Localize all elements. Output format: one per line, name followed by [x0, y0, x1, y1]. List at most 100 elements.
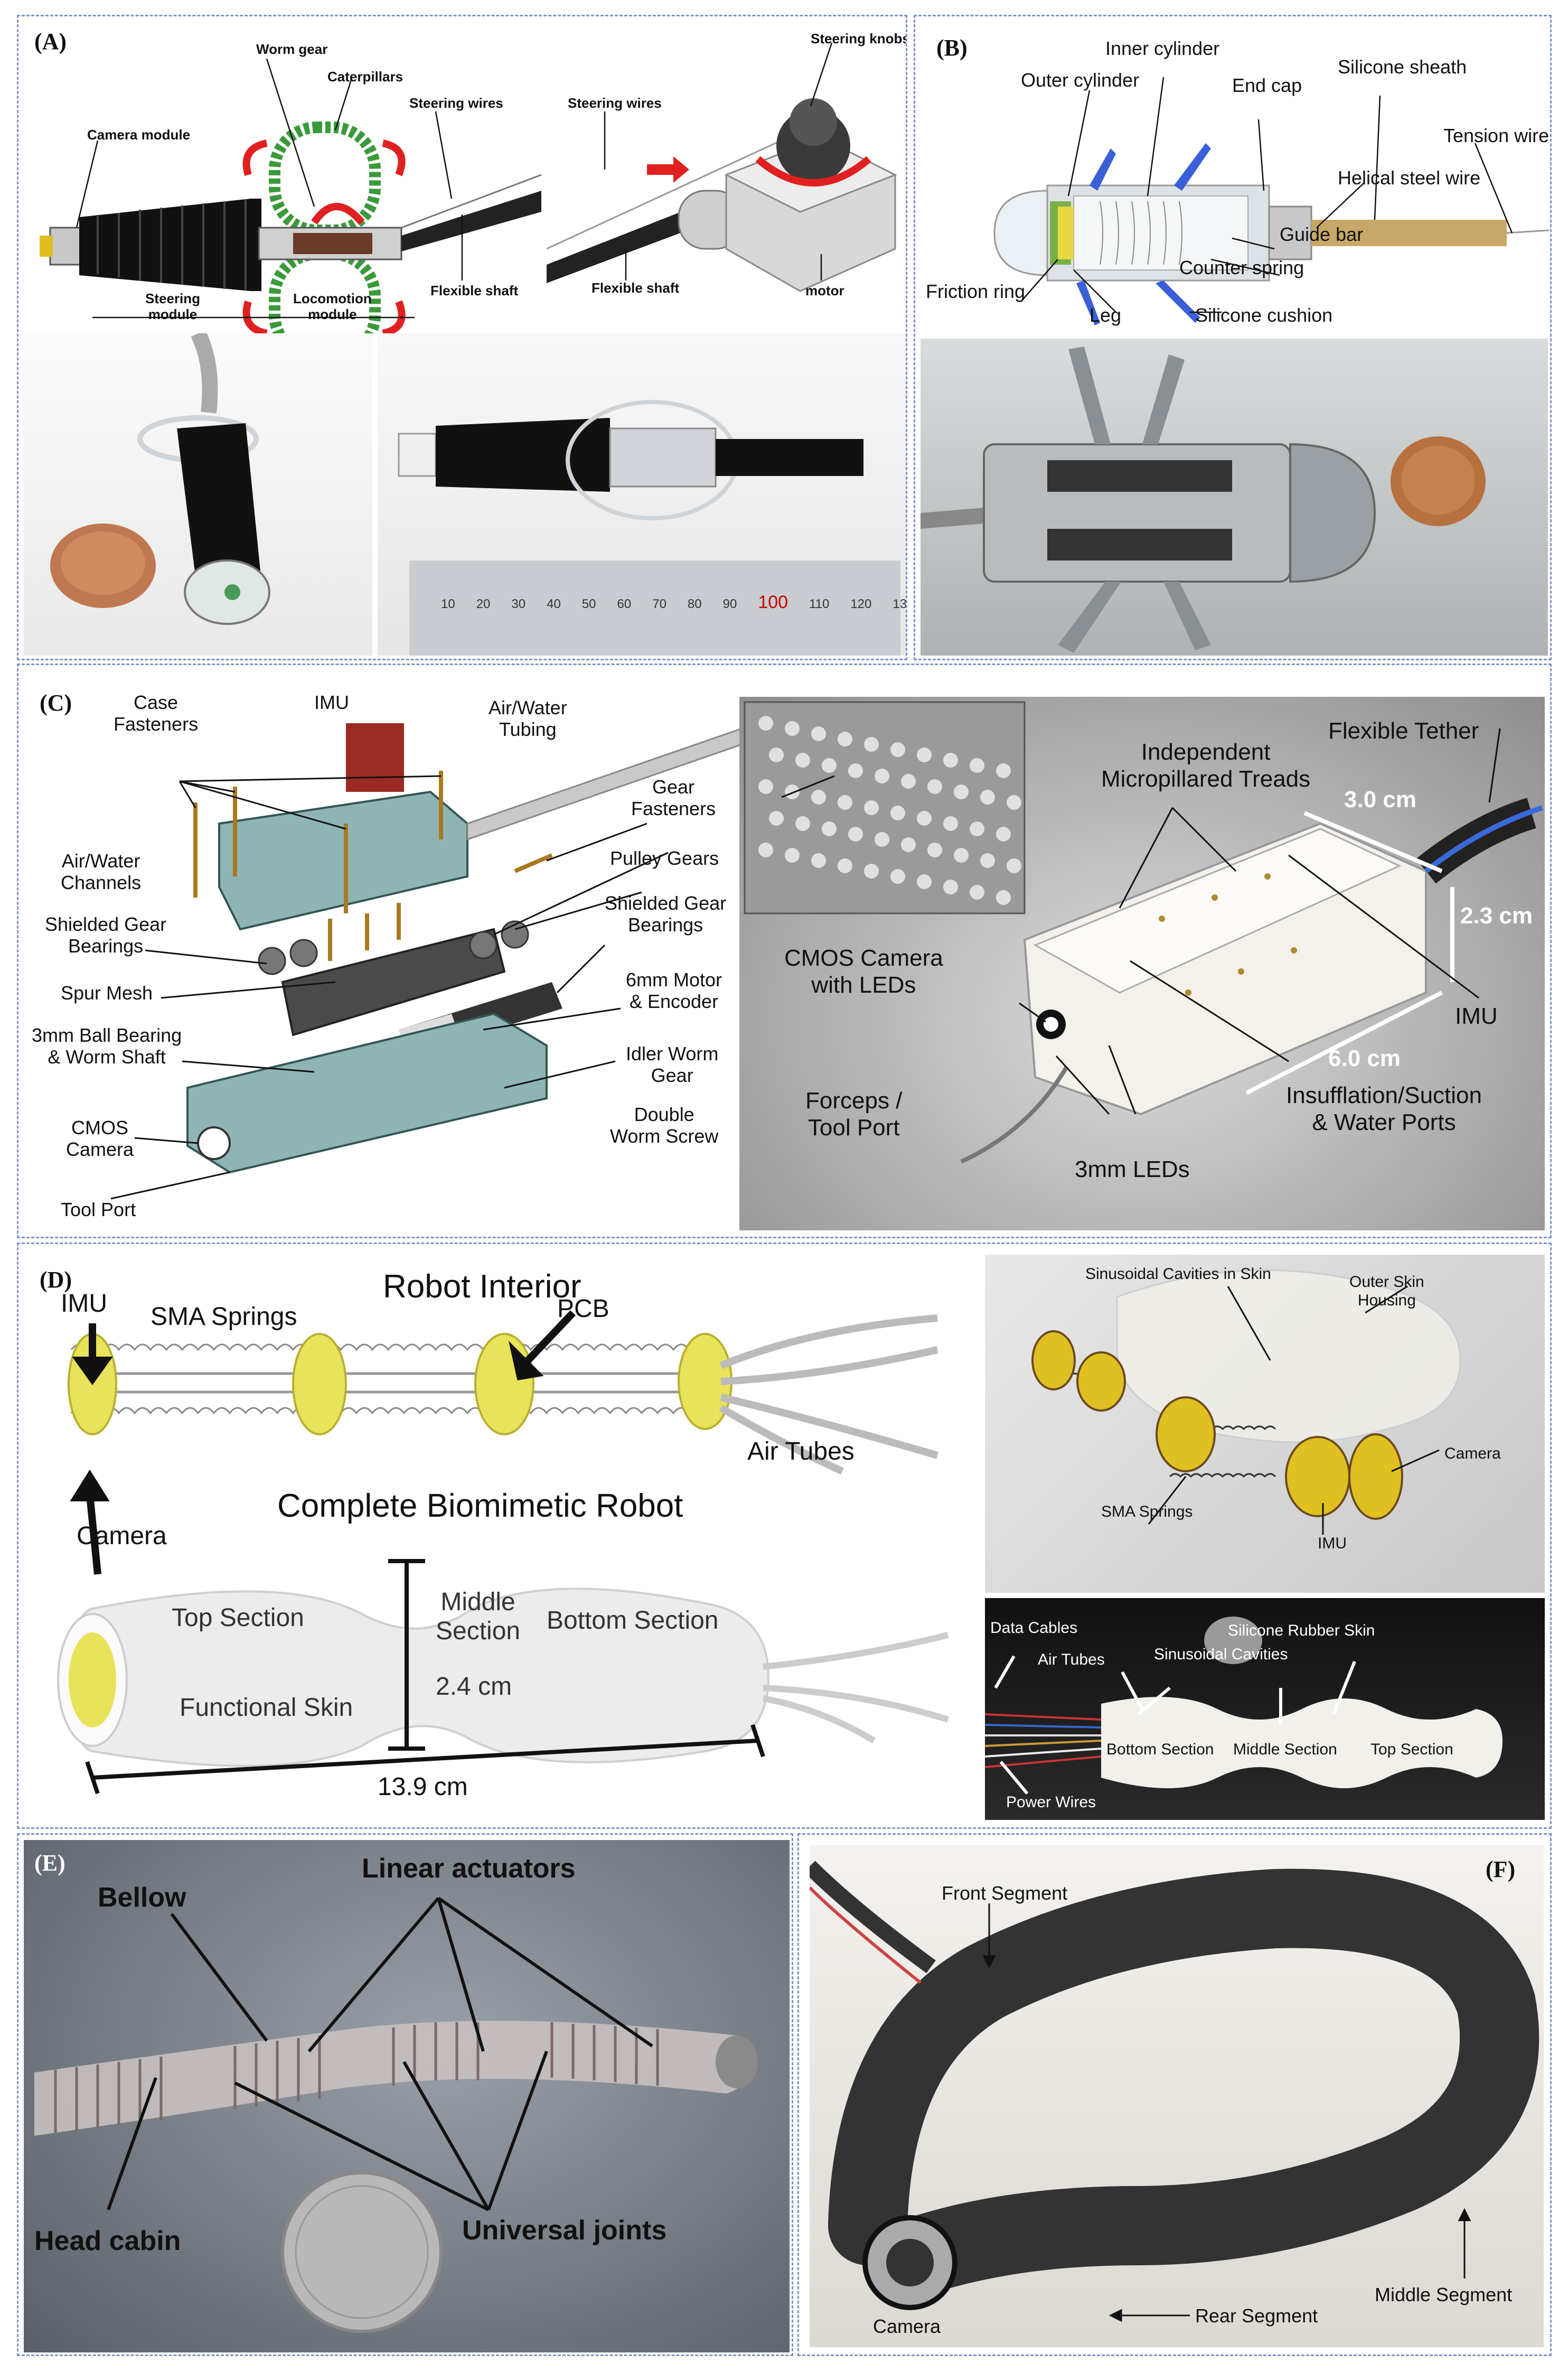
callout-top-section: Top Section	[172, 1604, 304, 1632]
panel-d: (D) Robot Interior	[17, 1243, 1552, 1829]
ruler-n12: 130	[893, 597, 907, 611]
photo-callout-data-cables: Data Cables	[990, 1619, 1078, 1637]
callout-bottom-section: Bottom Section	[547, 1607, 719, 1635]
photo-callout-top-section: Top Section	[1370, 1741, 1453, 1758]
callout-insufflation: Insufflation/Suction & Water Ports	[1286, 1082, 1482, 1135]
dim-13-9cm: 13.9 cm	[378, 1773, 468, 1801]
photo-callout-camera: Camera	[1444, 1445, 1501, 1462]
callout-camera-d: Camera	[77, 1522, 167, 1550]
ruler-n6: 70	[652, 597, 666, 611]
ruler-n0: 10	[441, 597, 455, 611]
panel-d-photo-bottom	[985, 1598, 1545, 1820]
callout-front-segment: Front Segment	[942, 1882, 1068, 1904]
callout-universal-joints: Universal joints	[462, 2215, 667, 2246]
callout-motor-encoder: 6mm Motor & Encoder	[626, 969, 722, 1013]
ruler-n5: 60	[617, 597, 632, 611]
dim-2-4cm: 2.4 cm	[436, 1673, 512, 1701]
photo-callout-bottom-section: Bottom Section	[1106, 1741, 1214, 1758]
ruler-numbers: 10203040506070809010011012013014015	[441, 592, 907, 613]
panel-a: (A)	[17, 15, 907, 660]
callout-steering-module: Steering module	[145, 291, 201, 322]
callout-caterpillars: Caterpillars	[327, 69, 403, 85]
callout-outer-cylinder: Outer cylinder	[1021, 69, 1140, 91]
photo-callout-imu: IMU	[1318, 1535, 1347, 1552]
callout-air-water-channels: Air/Water Channels	[61, 850, 142, 894]
callout-flexible-shaft-1: Flexible shaft	[430, 283, 519, 298]
callout-ball-bearing: 3mm Ball Bearing & Worm Shaft	[32, 1024, 182, 1068]
callout-camera-module: Camera module	[87, 127, 191, 143]
ruler-n9: 100	[758, 592, 788, 612]
callout-sma-springs: SMA Springs	[151, 1303, 297, 1331]
callout-flexible-tether: Flexible Tether	[1328, 718, 1479, 744]
photo-callout-sinusoidal-cavities: Sinusoidal Cavities	[1154, 1646, 1288, 1663]
callout-air-tubes-d: Air Tubes	[747, 1437, 855, 1465]
panel-e-photo	[24, 1840, 790, 2352]
callout-gear-fasteners: Gear Fasteners	[631, 776, 716, 820]
callout-counter-spring: Counter spring	[1179, 257, 1304, 278]
callout-guide-bar: Guide bar	[1280, 223, 1364, 245]
ruler-n11: 120	[850, 597, 872, 611]
callout-air-water-tubing: Air/Water Tubing	[489, 697, 567, 741]
ruler-n10: 110	[809, 597, 830, 611]
dim-height-2-3cm: 2.3 cm	[1460, 903, 1533, 929]
photo-callout-sinusoidal-skin: Sinusoidal Cavities in Skin	[1085, 1265, 1271, 1283]
photo-callout-silicone-rubber: Silicone Rubber Skin	[1228, 1622, 1375, 1639]
panel-f-photo	[810, 1845, 1544, 2347]
interior-title: Robot Interior	[383, 1268, 581, 1305]
panel-c-exploded-view	[110, 723, 743, 1200]
callout-independent-treads: Independent Micropillared Treads	[1101, 739, 1311, 792]
callout-pulley-gears: Pulley Gears	[610, 847, 719, 869]
panel-b-schematic	[993, 77, 1550, 325]
callout-double-worm-screw: Double Worm Screw	[610, 1104, 719, 1147]
panel-b: (B)	[914, 15, 1552, 660]
callout-imu-d: IMU	[61, 1290, 107, 1318]
callout-end-cap: End cap	[1232, 74, 1302, 96]
panel-b-photo	[921, 339, 1548, 656]
callout-motor: motor	[805, 283, 844, 298]
callout-3mm-leds: 3mm LEDs	[1075, 1156, 1190, 1182]
photo-callout-air-tubes: Air Tubes	[1038, 1651, 1105, 1668]
panel-c: (C)	[17, 664, 1552, 1238]
complete-title: Complete Biomimetic Robot	[277, 1488, 683, 1524]
panel-d-photo-top	[985, 1255, 1545, 1593]
panel-d-label: (D)	[40, 1267, 72, 1293]
callout-steering-wires-2: Steering wires	[568, 95, 662, 111]
panel-b-label: (B)	[936, 35, 968, 61]
callout-spur-mesh: Spur Mesh	[61, 982, 153, 1004]
panel-e: (E) Linear actuators Bellow Head cabin U…	[17, 1833, 793, 2356]
callout-leg: Leg	[1090, 304, 1122, 326]
panel-a-label: (A)	[34, 29, 67, 54]
ruler-n2: 30	[511, 597, 526, 611]
photo-callout-sma-springs: SMA Springs	[1101, 1503, 1193, 1520]
panel-c-photo	[739, 697, 1545, 1230]
dim-width-3cm: 3.0 cm	[1344, 787, 1416, 812]
panel-a-photo-left	[24, 333, 372, 656]
callout-flexible-shaft-2: Flexible shaft	[591, 280, 680, 296]
callout-camera-f: Camera	[873, 2315, 941, 2337]
callout-steering-wires-1: Steering wires	[409, 95, 503, 111]
ruler-n1: 20	[476, 597, 491, 611]
callout-forceps-tool-port: Forceps / Tool Port	[805, 1088, 903, 1141]
panel-f: (F) Front Segment Camera Rear Segment Mi…	[797, 1833, 1552, 2356]
callout-idler-worm-gear: Idler Worm Gear	[626, 1043, 719, 1087]
callout-middle-section: Middle Section	[436, 1588, 521, 1646]
callout-friction-ring: Friction ring	[926, 281, 1026, 302]
panel-d-diagram	[57, 1310, 949, 1795]
micropillar-pattern	[758, 716, 1021, 905]
callout-pcb: PCB	[557, 1295, 609, 1323]
ruler-n4: 50	[581, 597, 596, 611]
callout-inner-cylinder: Inner cylinder	[1105, 38, 1220, 59]
photo-callout-power-wires: Power Wires	[1006, 1794, 1096, 1811]
panel-c-label: (C)	[40, 690, 72, 716]
callout-worm-gear: Worm gear	[256, 41, 328, 57]
callout-middle-segment: Middle Segment	[1375, 2284, 1513, 2305]
callout-imu-c: IMU	[314, 692, 349, 713]
callout-silicone-sheath: Silicone sheath	[1338, 56, 1467, 78]
callout-silicone-cushion: Silicone cushion	[1195, 304, 1333, 326]
callout-linear-actuators: Linear actuators	[362, 1853, 576, 1884]
panel-a-photo-right	[378, 333, 906, 656]
ruler-n7: 80	[687, 597, 702, 611]
callout-rear-segment: Rear Segment	[1195, 2305, 1318, 2327]
callout-shielded-bearings-right: Shielded Gear Bearings	[605, 892, 727, 936]
callout-tool-port: Tool Port	[61, 1199, 136, 1220]
